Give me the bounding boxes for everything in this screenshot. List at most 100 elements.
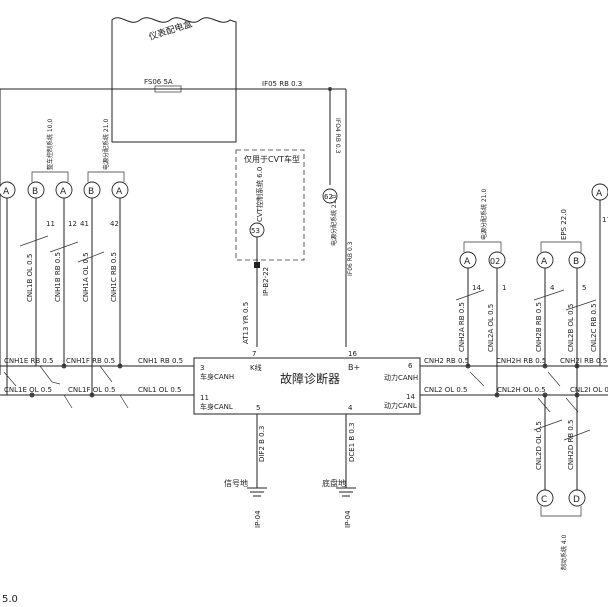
- wire-cnh1f: CNH1F RB 0.5: [66, 357, 115, 365]
- wire-cnh2: CNH2 RB 0.5: [424, 357, 469, 365]
- connector-circle-label: C: [541, 495, 547, 505]
- connector-circle-label: A: [116, 187, 123, 197]
- ref-eps: EPS 22.0: [560, 209, 568, 240]
- pin-7-label: K线: [250, 363, 262, 372]
- power-ground-symbol: [336, 487, 356, 497]
- connector-circle-label: A: [464, 257, 471, 267]
- wire-label-ifo4: IFO4 RB 0.3: [334, 118, 341, 154]
- pin-6: 6: [408, 362, 413, 370]
- pin-3-label: 车身CANH: [200, 372, 234, 381]
- pin-6-label: 动力CANH: [384, 373, 418, 382]
- wire-cnl2c: CNL2C RB 0.5: [590, 303, 598, 352]
- wire-cnh1b: CNL1B OL 0.5: [26, 254, 34, 302]
- pin-num-41: 41: [80, 220, 89, 228]
- wire-label-if06: IF06 RB 0.3: [347, 241, 354, 276]
- connector-circle-label: B: [573, 257, 579, 267]
- wire-label-pin5: DIF2 B 0.3: [258, 426, 266, 462]
- pin-num-1: 1: [502, 284, 506, 292]
- twist-mark: [3, 371, 17, 387]
- ref-bracket: [463, 241, 502, 252]
- wire-cnl2b: CNL2B OL 0.5: [567, 304, 575, 352]
- power-ground-label: 底盘地: [322, 478, 346, 488]
- pin-11-label: 车身CANL: [200, 402, 233, 411]
- ref-bracket: [540, 506, 582, 517]
- ref-cvt: CVT控制系统 6.0: [255, 167, 264, 222]
- wire-cnh1c: CNH1C RB 0.5: [110, 252, 118, 302]
- pin-14-label: 动力CANL: [384, 401, 417, 410]
- junction-dot: [29, 392, 35, 398]
- twist-mark: [469, 371, 579, 413]
- shield-marks: [19, 235, 105, 263]
- shield-marks: [533, 419, 591, 441]
- pin-16: 16: [348, 350, 357, 358]
- wire-cnl2i: CNL2I OL 0.5: [570, 386, 608, 394]
- fuse-label: FS06 5A: [144, 78, 173, 86]
- connector-circle-label: A: [60, 187, 67, 197]
- pin-num-11: 11: [46, 220, 55, 228]
- ref-bracket: [540, 241, 582, 252]
- wire-label-top: IF05 RB 0.3: [262, 80, 302, 88]
- connector-circle-label: A: [541, 257, 548, 267]
- pin-num-42: 42: [110, 220, 119, 228]
- wire-cnh2h: CNH2H RB 0.5: [496, 357, 546, 365]
- pin-14: 14: [406, 393, 415, 401]
- module-title: 故障诊断器: [280, 371, 340, 386]
- connector-block: [254, 262, 260, 268]
- wire-cnl2a: CNL2A OL 0.5: [487, 304, 495, 352]
- wire-label-pin4: DCE1 B 0.3: [348, 422, 356, 462]
- fuse-box-title: 仪表配电盒: [147, 18, 194, 43]
- connector-circle: [459, 251, 477, 269]
- pin-4: 4: [348, 404, 353, 412]
- diagnostic-module: [193, 357, 421, 415]
- connector-label: IP-B2-22: [262, 267, 270, 296]
- wire-cnh2a: CNH2A RB 0.5: [458, 302, 466, 352]
- ref-power-center: 电源分配系统 21.0: [330, 195, 338, 246]
- ref-bracket: [87, 171, 125, 182]
- twist-mark: [99, 365, 129, 409]
- ref-power-dist-2: 电源分配系统 21.0: [480, 189, 488, 240]
- shield-marks: [455, 289, 597, 311]
- connector-circle: [536, 489, 554, 507]
- cvt-box-label: 仅用于CVT车型: [244, 154, 300, 164]
- pin-num-5: 5: [582, 284, 586, 292]
- wire-cnh1a: CNH1A OL 0.5: [82, 252, 90, 302]
- pin-num-17: 17: [602, 216, 608, 224]
- wire-cnh1b-2: CNH1B RB 0.5: [54, 252, 62, 302]
- wire-cnh2b: CNH2B RB 0.5: [535, 302, 543, 352]
- connector-circle: [536, 251, 554, 269]
- connector-circle-label: B: [32, 187, 38, 197]
- connector-circle: [591, 183, 608, 201]
- connector-circle: [568, 251, 586, 269]
- signal-ground-symbol: [247, 487, 267, 497]
- pin-11: 11: [200, 394, 209, 402]
- connector-circle-label: A: [3, 187, 10, 197]
- pin-3: 3: [200, 364, 204, 372]
- pin-num-4: 4: [550, 284, 555, 292]
- connector-circle-label: 02: [490, 257, 500, 266]
- connector-circle: [55, 181, 73, 199]
- connector-circle: [488, 251, 506, 269]
- wire-cnl2: CNL2 OL 0.5: [424, 386, 467, 394]
- cvt-only-box: [235, 149, 305, 261]
- ref-power-dist: 电源分配系统 21.0: [102, 119, 110, 170]
- wire-cnh1: CNH1 RB 0.5: [138, 357, 183, 365]
- connector-circle-label: D: [573, 495, 580, 505]
- connector-circle: [0, 181, 16, 199]
- connector-circle: [83, 181, 101, 199]
- pin-16-label: B+: [348, 363, 360, 372]
- signal-ground-label: 信号地: [224, 478, 248, 488]
- wire-cnl1e: CNL1E OL 0.5: [4, 386, 52, 394]
- pin-num-14: 14: [472, 284, 481, 292]
- wire-cnl2d: CNL2D OL 0.5: [535, 421, 543, 470]
- twist-mark: [39, 365, 73, 409]
- pin-5: 5: [256, 404, 260, 412]
- wire-cnh2i: CNH2I RB 0.5: [560, 357, 607, 365]
- connector-circle: [27, 181, 45, 199]
- ref-circle-62: [322, 188, 338, 204]
- connector-circle: [111, 181, 129, 199]
- ref-vehicle-control: 整车控制系统 10.0: [46, 119, 54, 170]
- fuse-box-outline: [111, 17, 237, 143]
- wire-cnl2h: CNL2H OL 0.5: [497, 386, 546, 394]
- ref-brake: 制动系统 4.0: [560, 534, 568, 570]
